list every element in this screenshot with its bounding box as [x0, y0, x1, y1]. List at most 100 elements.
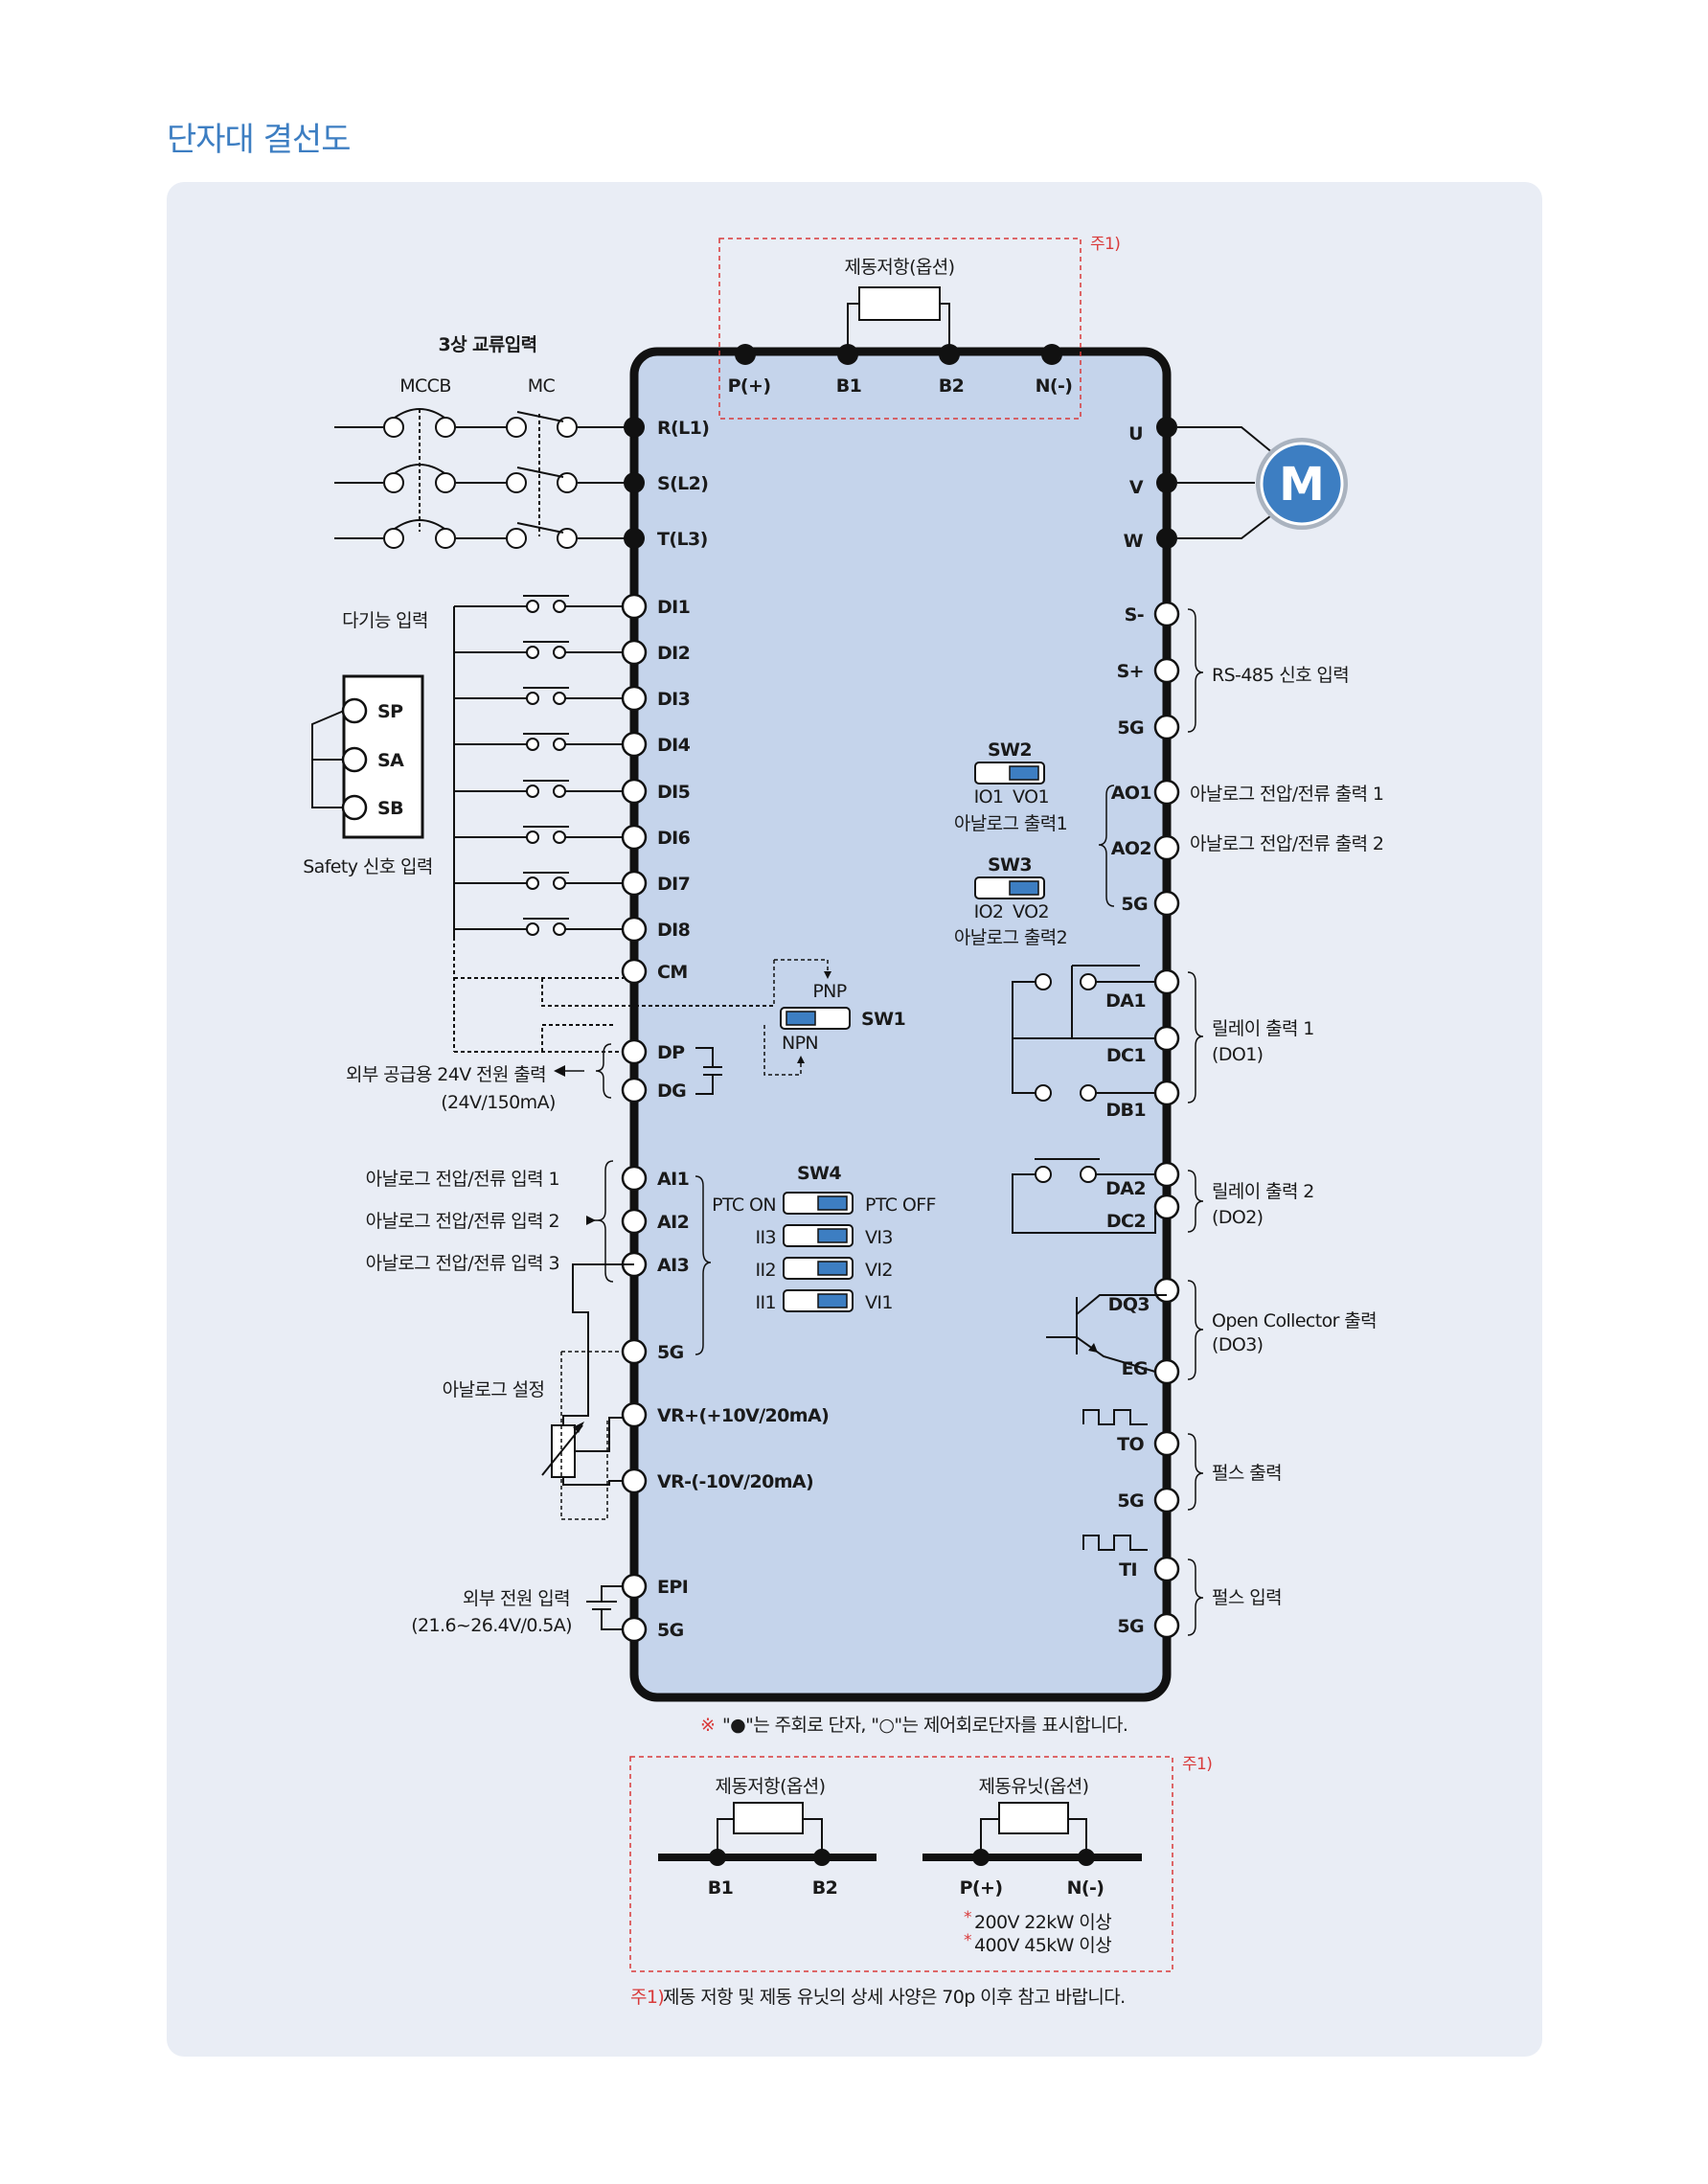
motor-label: M	[1279, 458, 1325, 512]
brake-resistor-title: 제동저항(옵션)	[845, 257, 955, 278]
inverter-body	[629, 347, 1172, 1702]
top-terminals: P(+) B1 B2 N(-)	[728, 344, 1073, 397]
sw3-left: IO2	[974, 901, 1004, 922]
terminal-5g-to: 5G	[1117, 1490, 1144, 1512]
ao2-label: 아날로그 전압/전류 출력 2	[1190, 833, 1383, 854]
terminal-vr-minus: VR-(-10V/20mA)	[657, 1471, 813, 1492]
note-asterisk-1: *	[964, 1908, 971, 1927]
sw4-row1-left: PTC ON	[712, 1194, 776, 1216]
relay1: DA1 DC1 DB1 릴레이 출력 1 (DO1)	[1012, 965, 1314, 1121]
terminal-epi: EPI	[657, 1577, 688, 1598]
bottom-terminal-n-minus: N(-)	[1067, 1877, 1105, 1899]
sw4-row3-right: VI2	[865, 1260, 893, 1281]
sw3: SW3 IO2 VO2 아날로그 출력2	[954, 854, 1068, 948]
di-labels: DI1 DI2 DI3 DI4 DI5 DI6 DI7 DI8 CM	[657, 597, 691, 983]
terminal-u: U	[1128, 423, 1143, 444]
terminal-sb: SB	[377, 798, 403, 819]
ext-power: EPI 5G 외부 전원 입력 (21.6~26.4V/0.5A)	[411, 1573, 689, 1643]
pulse-input: TI 5G 펄스 입력	[1082, 1535, 1283, 1637]
motor-icon	[1260, 442, 1344, 526]
terminal-dp: DP	[657, 1042, 685, 1063]
terminal-di4: DI4	[657, 735, 691, 756]
terminal-s: S(L2)	[657, 473, 708, 494]
relay2: DA2 DC2 릴레이 출력 2 (DO2)	[1012, 1158, 1314, 1234]
terminal-di7: DI7	[657, 874, 690, 895]
bottom-box-note: 주1)	[1182, 1755, 1212, 1774]
terminal-ao2: AO2	[1111, 838, 1151, 859]
brake-option-box	[718, 238, 1082, 420]
oc-label-1: Open Collector 출력	[1212, 1310, 1377, 1331]
motor-output: U V W M	[1124, 417, 1348, 552]
sw2-left: IO1	[974, 786, 1004, 808]
ao1-label: 아날로그 전압/전류 출력 1	[1190, 784, 1383, 805]
sw4: SW4 PTC ON PTC OFF II3 VI3 II2 VI2 II1 V…	[712, 1163, 936, 1313]
bottom-resistor: 제동저항(옵션) B1 B2	[658, 1776, 877, 1899]
brake-note: 주1)	[1090, 235, 1120, 254]
terminal-v: V	[1129, 477, 1144, 498]
terminal-cm: CM	[657, 962, 688, 983]
analog-input-label-1: 아날로그 전압/전류 입력 1	[366, 1169, 559, 1190]
terminal-di1: DI1	[657, 597, 690, 618]
sw2-label: SW2	[988, 739, 1032, 761]
terminal-dc2: DC2	[1106, 1211, 1146, 1232]
bottom-note-2: 400V 45kW 이상	[974, 1935, 1111, 1956]
sw4-row4-left: II1	[756, 1292, 777, 1313]
legend-text: "●"는 주회로 단자, "○"는 제어회로단자를 표시합니다.	[722, 1715, 1127, 1736]
sw1: PNP SW1 NPN	[763, 959, 906, 1076]
power-terminals: R(L1) S(L2) T(L3)	[624, 417, 710, 550]
sw4-row2-right: VI3	[865, 1227, 893, 1248]
terminal-s-plus: S+	[1117, 661, 1144, 682]
relay1-label-1: 릴레이 출력 1	[1212, 1018, 1314, 1039]
terminal-di6: DI6	[657, 828, 691, 849]
bottom-resistor-title: 제동저항(옵션)	[716, 1776, 826, 1797]
vr-terminals: VR+(+10V/20mA) VR-(-10V/20mA)	[621, 1401, 830, 1494]
bottom-terminal-b2: B2	[812, 1877, 838, 1899]
bottom-note-1: 200V 22kW 이상	[974, 1912, 1111, 1933]
di-wiring	[453, 595, 774, 1053]
terminal-n-minus: N(-)	[1036, 375, 1073, 397]
terminal-di2: DI2	[657, 643, 690, 664]
sw4-row3-left: II2	[756, 1260, 777, 1281]
terminal-dq3: DQ3	[1108, 1294, 1150, 1315]
terminal-b1: B1	[836, 375, 862, 397]
rs485-label: RS-485 신호 입력	[1212, 665, 1349, 686]
sw1-label: SW1	[861, 1009, 905, 1030]
safety-block: SP SA SB Safety 신호 입력	[303, 674, 433, 877]
di-terminals	[621, 593, 648, 985]
rs485: S- S+ 5G RS-485 신호 입력	[1117, 604, 1350, 739]
dp-dg: DP DG 외부 공급용 24V 전원 출력 (24V/150mA)	[346, 1038, 722, 1113]
safety-title: Safety 신호 입력	[303, 856, 433, 877]
pulse-output: TO 5G 펄스 출력	[1082, 1409, 1283, 1512]
sw1-npn-label: NPN	[782, 1033, 818, 1054]
terminal-5g-rs485: 5G	[1117, 717, 1144, 739]
page-title: 단자대 결선도	[167, 121, 351, 159]
footnote-mark: 주1)	[630, 1987, 664, 2008]
right-terminals	[1153, 601, 1180, 1639]
terminal-db1: DB1	[1105, 1100, 1146, 1121]
multi-function-title: 다기능 입력	[342, 610, 428, 631]
dp-dg-label-2: (24V/150mA)	[441, 1092, 556, 1113]
bottom-terminal-p-plus: P(+)	[960, 1877, 1003, 1899]
terminal-di3: DI3	[657, 689, 690, 710]
sw4-row2-left: II3	[756, 1227, 777, 1248]
brake-options-box	[629, 1756, 1173, 1972]
sw3-right: VO2	[1013, 901, 1049, 922]
terminal-5g-ti: 5G	[1117, 1616, 1144, 1637]
ext-power-label-2: (21.6~26.4V/0.5A)	[411, 1615, 572, 1636]
terminal-5g-epi: 5G	[657, 1620, 684, 1641]
sw1-toggle	[786, 1011, 816, 1026]
pulse-in-label: 펄스 입력	[1212, 1587, 1282, 1608]
power-input-lines	[334, 408, 634, 549]
power-input-title: 3상 교류입력	[438, 334, 536, 355]
legend-mark: ※	[700, 1715, 715, 1736]
relay2-label-1: 릴레이 출력 2	[1212, 1181, 1314, 1202]
pulse-out-label: 펄스 출력	[1212, 1463, 1282, 1484]
terminal-di5: DI5	[657, 782, 690, 803]
terminal-b2: B2	[939, 375, 965, 397]
terminal-to: TO	[1117, 1434, 1144, 1455]
sw3-caption: 아날로그 출력2	[954, 927, 1067, 948]
sw4-label: SW4	[797, 1163, 841, 1184]
terminal-s-minus: S-	[1125, 604, 1144, 626]
footnote-text: 제동 저항 및 제동 유닛의 상세 사양은 70p 이후 참고 바랍니다.	[663, 1987, 1126, 2008]
